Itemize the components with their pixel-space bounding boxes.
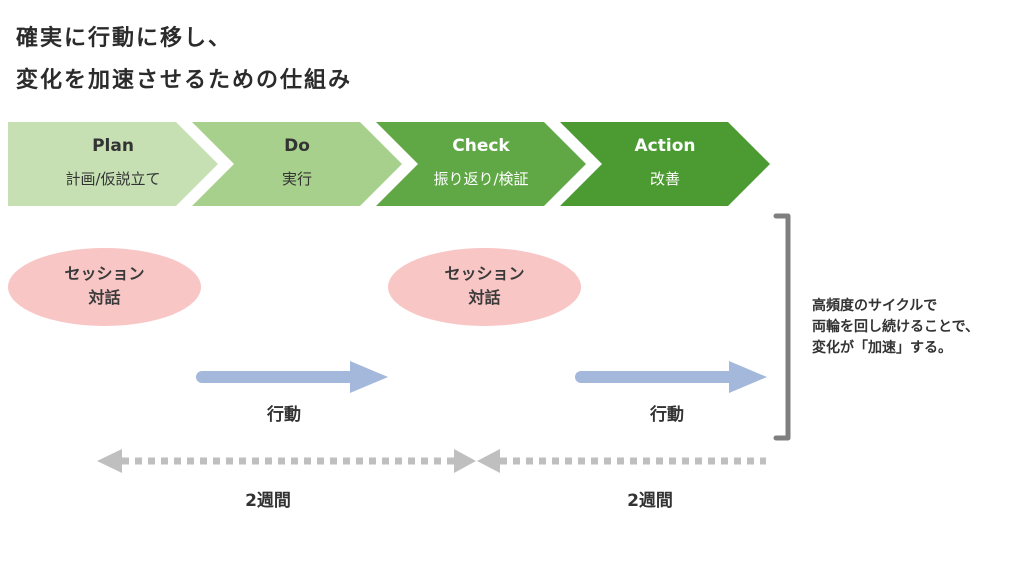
action-label: 行動 xyxy=(267,405,301,425)
cycle-note-line: 高頻度のサイクルで xyxy=(812,298,938,314)
session-sublabel: 対話 xyxy=(468,288,501,307)
session-sublabel: 対話 xyxy=(88,288,121,307)
phase-name: Action xyxy=(634,136,696,156)
action-label: 行動 xyxy=(650,405,684,425)
bracket xyxy=(773,213,791,441)
period-label: 2週間 xyxy=(627,491,673,511)
title-line-1: 確実に行動に移し、 xyxy=(16,26,233,51)
cycle-note-line: 変化が「加速」する。 xyxy=(812,340,952,356)
period-label: 2週間 xyxy=(245,491,291,511)
phase-name: Check xyxy=(452,136,510,156)
action-arrow xyxy=(196,361,388,393)
cycle-note-line: 両輪を回し続けることで、 xyxy=(812,319,980,335)
session-bubble: セッション 対話 xyxy=(8,248,201,326)
period-arrow xyxy=(477,449,766,473)
action-arrow xyxy=(575,361,767,393)
session-bubble: セッション 対話 xyxy=(388,248,581,326)
session-label: セッション xyxy=(64,264,145,283)
cycle-note: 高頻度のサイクルで 両輪を回し続けることで、 変化が「加速」する。 xyxy=(812,296,1018,359)
phase-name: Do xyxy=(284,136,310,156)
phase-subtitle: 計画/仮説立て xyxy=(65,170,161,188)
title-line-2: 変化を加速させるための仕組み xyxy=(16,68,353,93)
period-arrow xyxy=(97,449,476,473)
phase-subtitle: 振り返り/検証 xyxy=(433,170,529,188)
phase-name: Plan xyxy=(92,136,134,156)
phase-subtitle: 改善 xyxy=(649,170,680,188)
phase-subtitle: 実行 xyxy=(281,170,312,188)
session-label: セッション xyxy=(444,264,525,283)
phase-check: Check 振り返り/検証 xyxy=(376,122,586,206)
phase-plan: Plan 計画/仮説立て xyxy=(8,122,218,206)
